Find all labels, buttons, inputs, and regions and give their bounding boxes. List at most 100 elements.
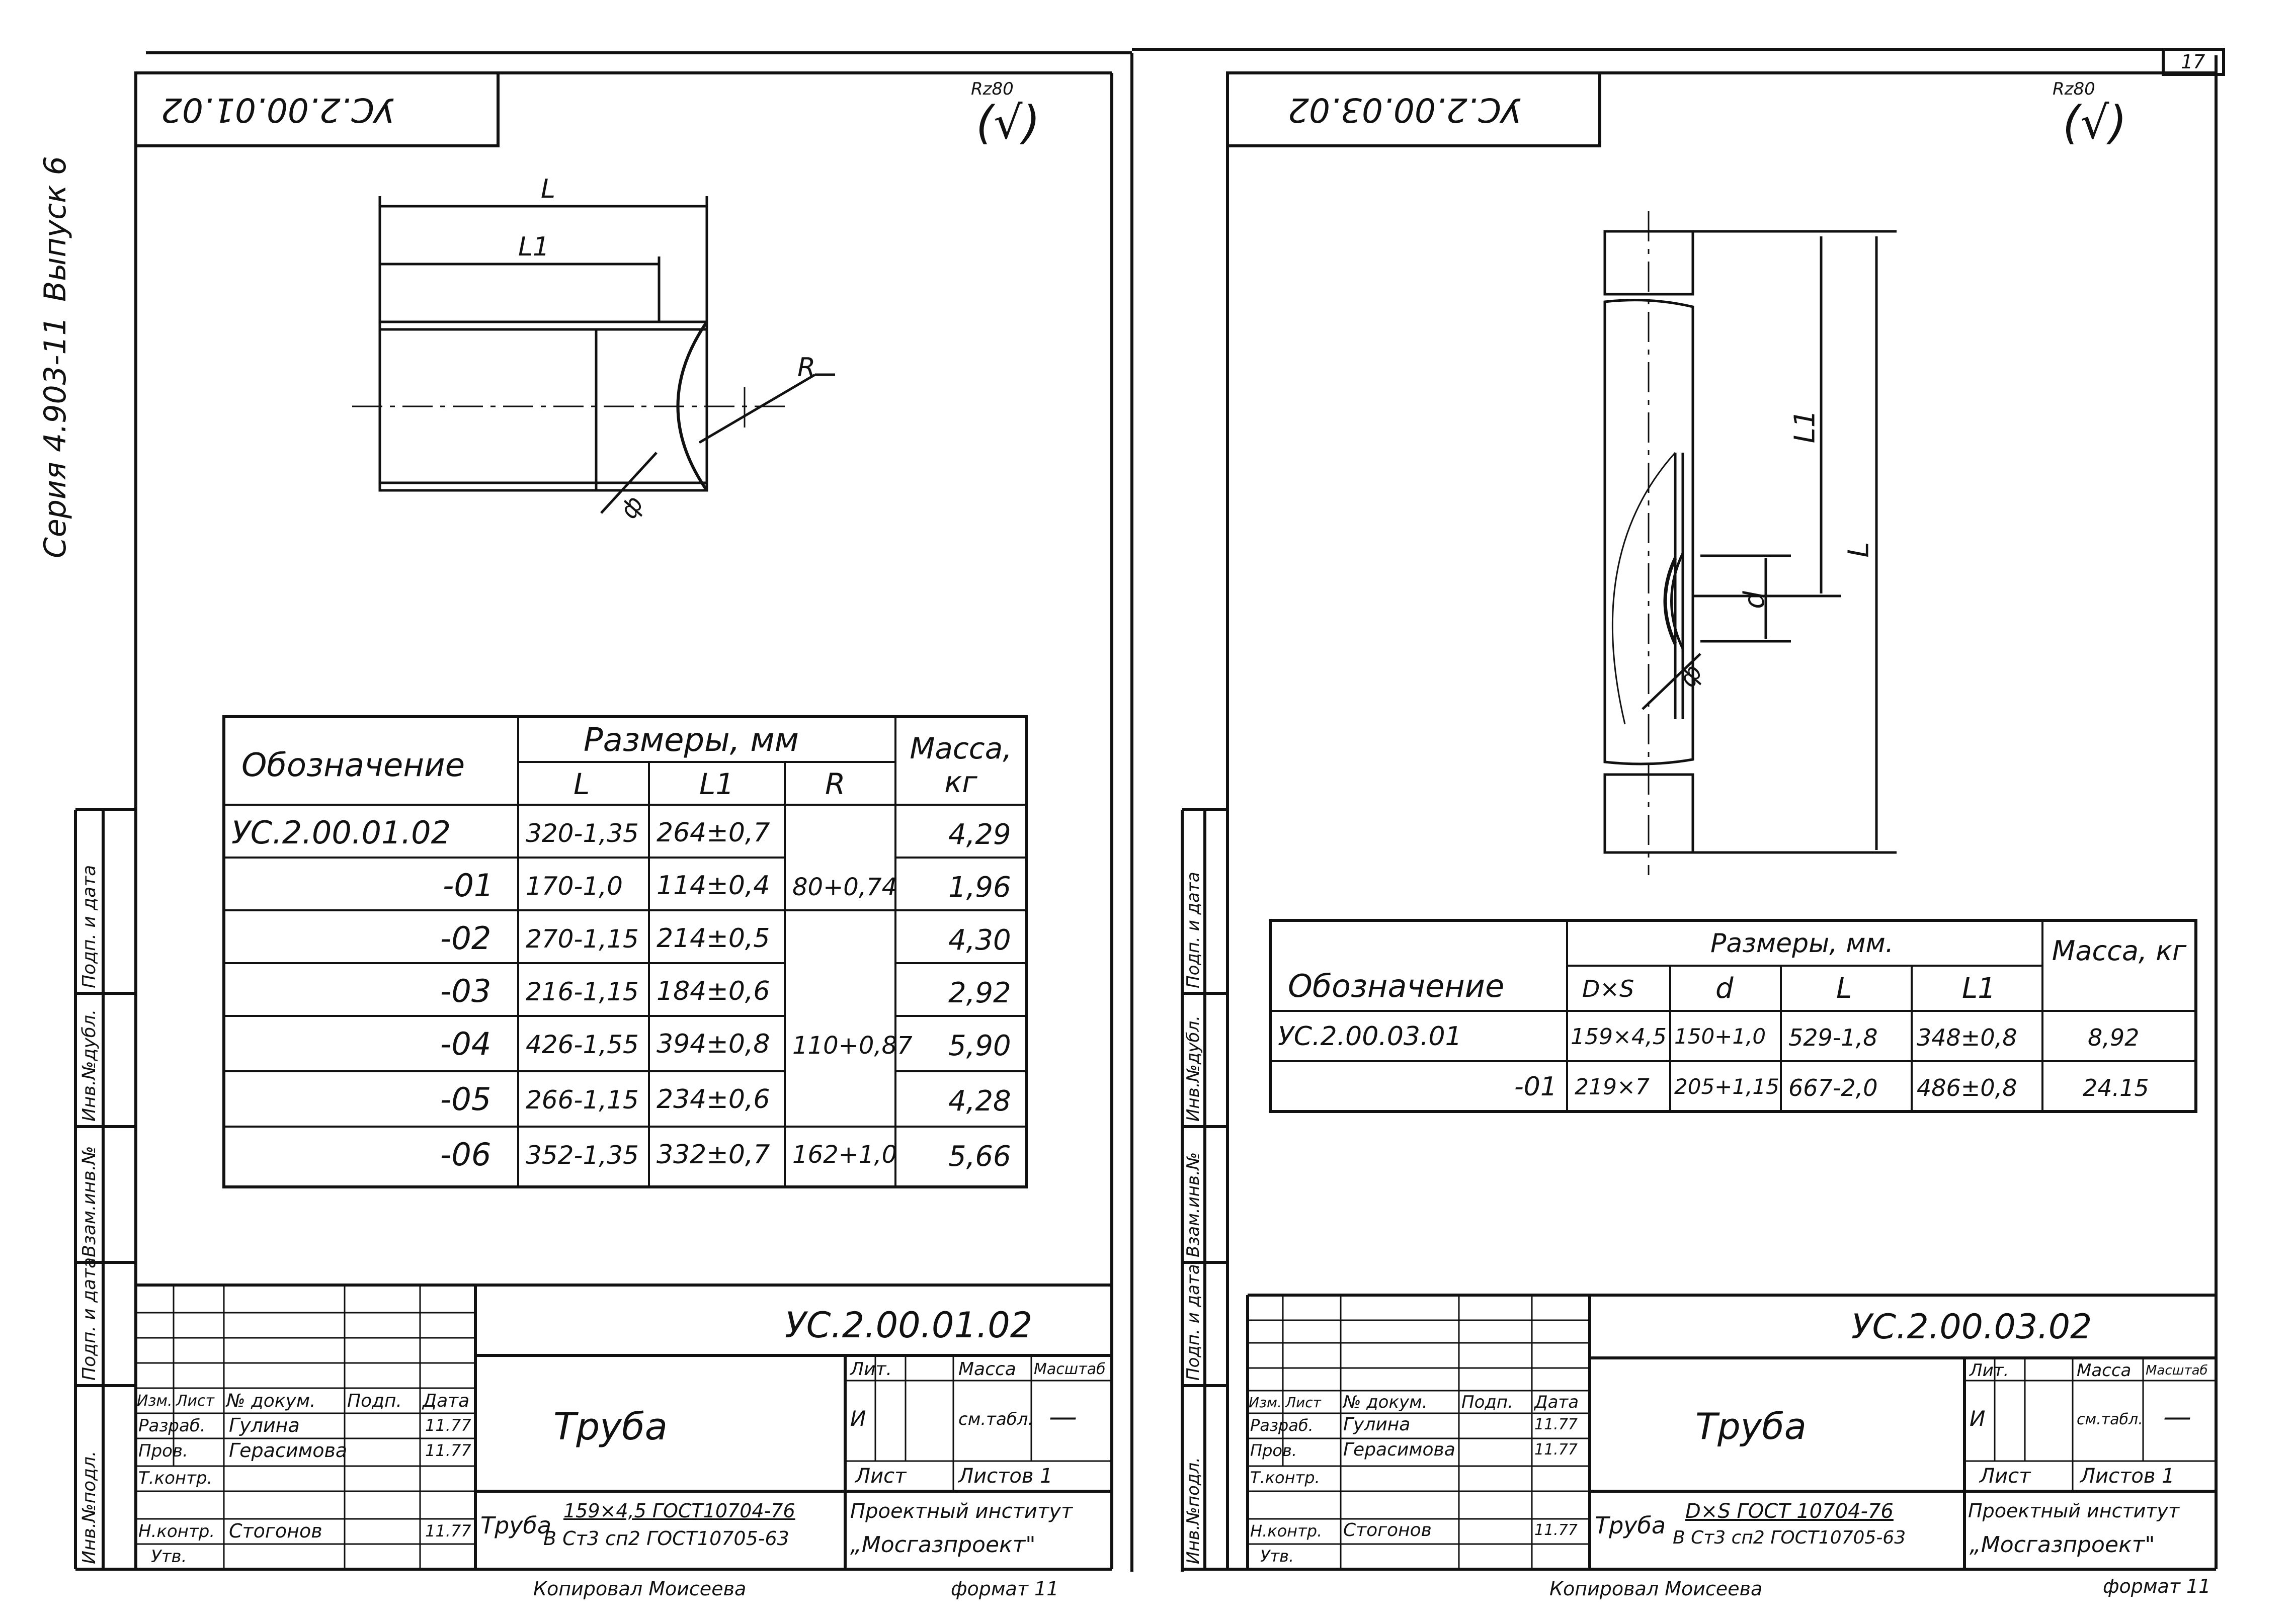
issue-label: Выпуск 6 xyxy=(38,156,73,302)
title-block-name: Труба xyxy=(1695,1405,1807,1447)
tb-sheets: Листов 1 xyxy=(2080,1465,2175,1488)
stamp-label-3: Взам.инв.№ xyxy=(1183,1152,1203,1257)
table-cell-designation: -02 xyxy=(440,920,492,957)
tb-col-list: Лист xyxy=(1285,1394,1321,1411)
series-label: Серия 4.903-11 xyxy=(38,316,73,558)
tb-lit-value: И xyxy=(1970,1406,1986,1431)
tb-mass-value: см.табл. xyxy=(2077,1411,2143,1428)
table-cell-R: 80+0,74 xyxy=(792,873,897,901)
title-block-name: Труба xyxy=(553,1405,668,1448)
roughness-paren: (√) xyxy=(976,97,1040,149)
table-cell-L1: 234±0,6 xyxy=(657,1084,770,1115)
tb-person: Стогонов xyxy=(229,1520,322,1542)
tb-person: Гулина xyxy=(229,1414,300,1436)
dim-label-L: L xyxy=(541,174,555,204)
table-cell-L: 426-1,55 xyxy=(526,1030,639,1059)
tb-person: Стогонов xyxy=(1343,1520,1432,1541)
mirror-code-right: УС.2.00.03.02 xyxy=(1288,91,1522,129)
tb-material-top: 159×4,5 ГОСТ10704-76 xyxy=(563,1500,795,1522)
tb-date: 11.77 xyxy=(425,1521,471,1541)
tb-org-line1: Проектный институт xyxy=(850,1500,1073,1523)
tb-lit-value: И xyxy=(850,1406,866,1431)
format-right: формат 11 xyxy=(2103,1575,2211,1597)
tb-date: 11.77 xyxy=(1534,1441,1578,1459)
mirror-code-left: УС.2.00.01.02 xyxy=(161,91,395,129)
stamp-label-4: Инв.№дубл. xyxy=(79,1009,100,1122)
table-header-group: Размеры, мм. xyxy=(1710,928,1894,959)
table-cell-L1: 264±0,7 xyxy=(657,818,770,848)
table-header-designation: Обозначение xyxy=(241,747,465,784)
table-cell-R: 110+0,87 xyxy=(792,1032,913,1060)
dim-label-R: R xyxy=(797,353,816,383)
table-header-R: R xyxy=(825,767,846,801)
tb-material-word: Труба xyxy=(480,1512,552,1539)
table-header-mass: Масса, кг xyxy=(2052,935,2187,967)
table-cell-L: 320-1,35 xyxy=(526,819,639,848)
table-cell-mass: 24.15 xyxy=(2083,1074,2149,1101)
format-left: формат 11 xyxy=(951,1578,1059,1600)
table-cell-mass: 4,30 xyxy=(948,924,1011,957)
stamp-label-2: Подп. и дата xyxy=(79,1257,100,1381)
stamp-label-1: Инв.№подл. xyxy=(1183,1457,1203,1564)
tb-role: Н.контр. xyxy=(138,1521,215,1542)
table-cell-mass: 8,92 xyxy=(2088,1024,2140,1051)
table-cell-d: 205+1,15 xyxy=(1674,1074,1779,1099)
table-cell-L1: 184±0,6 xyxy=(657,976,770,1006)
tb-sheet: Лист xyxy=(855,1465,907,1488)
tb-col-izm: Изм. xyxy=(1249,1394,1282,1411)
stamp-label-1: Инв.№подл. xyxy=(79,1450,100,1564)
roughness-paren: (√) xyxy=(2063,97,2127,149)
stamp-label-3: Взам.инв.№ xyxy=(79,1146,100,1257)
tb-org-line2: „Мосгазпроект" xyxy=(1970,1532,2155,1558)
tb-col-sign: Подп. xyxy=(1461,1392,1513,1412)
tb-material-bottom: В Ст3 сп2 ГОСТ10705-63 xyxy=(543,1527,789,1550)
tb-material-bottom: В Ст3 сп2 ГОСТ10705-63 xyxy=(1673,1527,1906,1548)
tb-scale-header: Масштаб xyxy=(1034,1360,1106,1378)
table-cell-L1: 332±0,7 xyxy=(657,1140,770,1170)
tb-org-line1: Проектный институт xyxy=(1968,1500,2180,1522)
tb-person: Герасимова xyxy=(1343,1439,1455,1460)
tb-lit-header: Лит. xyxy=(1970,1360,2009,1381)
page-number: 17 xyxy=(2181,51,2205,73)
tb-role: Т.контр. xyxy=(138,1468,213,1488)
table-cell-designation: УС.2.00.01.02 xyxy=(231,814,451,851)
table-cell-L1: 394±0,8 xyxy=(657,1029,770,1059)
table-cell-mass: 1,96 xyxy=(948,871,1011,904)
tb-sheet: Лист xyxy=(1980,1465,2031,1488)
tb-role: Т.контр. xyxy=(1250,1468,1320,1487)
table-cell-L1: 114±0,4 xyxy=(657,871,770,901)
table-header-L: L xyxy=(574,767,590,801)
table-cell-mass: 4,29 xyxy=(948,818,1011,851)
table-header-L1: L1 xyxy=(699,767,734,801)
tb-date: 11.77 xyxy=(425,1441,471,1460)
table-header-designation: Обозначение xyxy=(1288,968,1505,1004)
table-cell-DxS: 219×7 xyxy=(1575,1074,1650,1100)
roughness-value: Rz80 xyxy=(971,79,1014,99)
tb-date: 11.77 xyxy=(1534,1416,1578,1433)
tb-role: Пров. xyxy=(138,1441,188,1461)
tb-sheets: Листов 1 xyxy=(958,1465,1053,1488)
table-header-mass: Масса, кг xyxy=(910,731,1012,799)
table-cell-mass: 4,28 xyxy=(948,1085,1011,1118)
tb-col-doc: № докум. xyxy=(1343,1392,1428,1412)
dim-label-L: L xyxy=(1842,542,1875,558)
table-cell-L: 266-1,15 xyxy=(526,1085,639,1115)
table-cell-d: 150+1,0 xyxy=(1674,1024,1766,1049)
table-header-d: d xyxy=(1715,972,1734,1005)
tb-role: Пров. xyxy=(1250,1441,1297,1460)
table-cell-designation: -05 xyxy=(440,1081,492,1118)
tb-date: 11.77 xyxy=(425,1416,471,1435)
table-cell-mass: 5,66 xyxy=(948,1140,1011,1173)
title-block-code: УС.2.00.01.02 xyxy=(785,1305,1033,1346)
table-cell-L: 216-1,15 xyxy=(526,977,639,1006)
table-cell-mass: 2,92 xyxy=(948,977,1011,1009)
tb-mass-value: см.табл. xyxy=(958,1409,1034,1429)
tb-col-list: Лист xyxy=(176,1392,215,1410)
tb-role: Н.контр. xyxy=(1250,1521,1323,1541)
tb-scale-header: Масштаб xyxy=(2146,1363,2208,1378)
stamp-label-2: Подп. и дата xyxy=(1183,1264,1203,1381)
tb-col-date: Дата xyxy=(423,1391,470,1411)
table-cell-L: 270-1,15 xyxy=(526,924,639,954)
